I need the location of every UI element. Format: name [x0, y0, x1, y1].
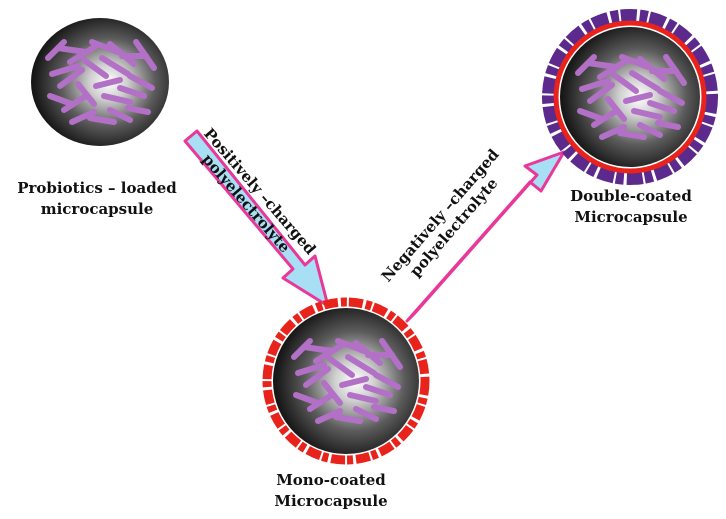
loaded-caption-line1: Probiotics – loaded	[17, 179, 177, 197]
mono-caption: Mono-coated Microcapsule	[256, 470, 406, 512]
double-caption: Double-coated Microcapsule	[556, 186, 706, 228]
negative-charge-arrow	[405, 150, 566, 323]
mono-caption-line1: Mono-coated	[276, 471, 386, 489]
mono-coated-microcapsule	[262, 297, 430, 465]
positive-charge-arrow	[183, 129, 330, 308]
double-caption-line2: Microcapsule	[574, 208, 688, 226]
negative-arrow-label-line1: Negatively –charged	[378, 145, 503, 285]
mono-caption-line2: Microcapsule	[274, 492, 388, 510]
positive-coating-layer	[553, 20, 707, 174]
loaded-microcapsule	[31, 18, 169, 146]
loaded-caption: Probiotics – loaded microcapsule	[2, 178, 192, 220]
positive-coating-layer	[262, 297, 430, 465]
positive-arrow-label-line1: Positively –charged	[200, 125, 320, 259]
negative-coating-layer	[542, 9, 718, 185]
double-caption-line1: Double-coated	[570, 187, 692, 205]
double-coated-microcapsule	[542, 9, 718, 185]
loaded-caption-line2: microcapsule	[40, 200, 154, 218]
